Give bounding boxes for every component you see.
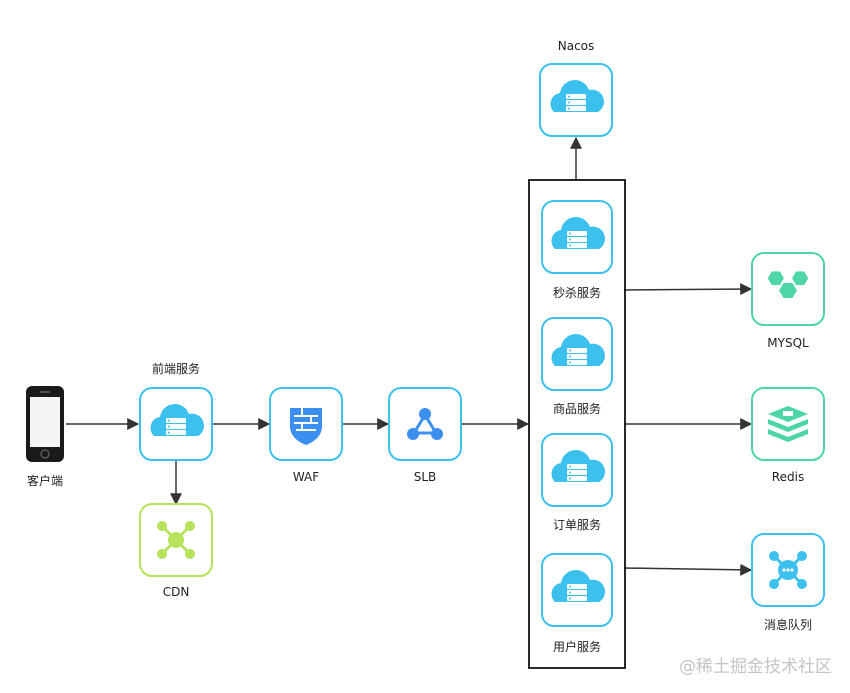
watermark: @稀土掘金技术社区 — [679, 657, 832, 677]
frontend-node[interactable] — [139, 387, 213, 461]
order-label: 订单服务 — [552, 518, 602, 532]
client-label: 客户端 — [26, 474, 64, 488]
edge-seckill-mysql — [623, 283, 753, 296]
mq-label: 消息队列 — [763, 618, 813, 632]
mq-node[interactable] — [751, 533, 825, 607]
product-service-node[interactable] — [541, 317, 613, 391]
redis-stack-icon — [768, 406, 808, 442]
redis-node-frame — [751, 387, 825, 461]
message-hub-icon — [769, 551, 807, 589]
waf-label: WAF — [292, 470, 320, 484]
waf-node[interactable] — [269, 387, 343, 461]
phone-icon[interactable] — [26, 386, 64, 462]
connectors — [66, 136, 753, 576]
slb-node-frame — [388, 387, 462, 461]
redis-node[interactable] — [751, 387, 825, 461]
redis-label: Redis — [771, 470, 805, 484]
nacos-label: Nacos — [557, 39, 595, 53]
product-label: 商品服务 — [552, 402, 602, 416]
seckill-label: 秒杀服务 — [552, 286, 602, 300]
service-group-container — [528, 179, 626, 669]
network-hub-icon — [157, 521, 195, 559]
order-service-node[interactable] — [541, 433, 613, 507]
seckill-service-node[interactable] — [541, 200, 613, 274]
firewall-shield-icon — [290, 408, 322, 445]
mysql-label: MYSQL — [767, 336, 809, 350]
slb-label: SLB — [413, 470, 437, 484]
database-hexagon-icon — [767, 271, 809, 298]
user-label: 用户服务 — [552, 640, 602, 654]
cdn-label: CDN — [162, 585, 190, 599]
load-balancer-icon — [407, 408, 443, 440]
user-service-node[interactable] — [541, 553, 613, 627]
frontend-label: 前端服务 — [151, 362, 201, 376]
slb-node[interactable] — [388, 387, 462, 461]
mysql-node[interactable] — [751, 252, 825, 326]
edge-user-mq — [623, 563, 753, 576]
nacos-node[interactable] — [539, 63, 613, 137]
cdn-node[interactable] — [139, 503, 213, 577]
